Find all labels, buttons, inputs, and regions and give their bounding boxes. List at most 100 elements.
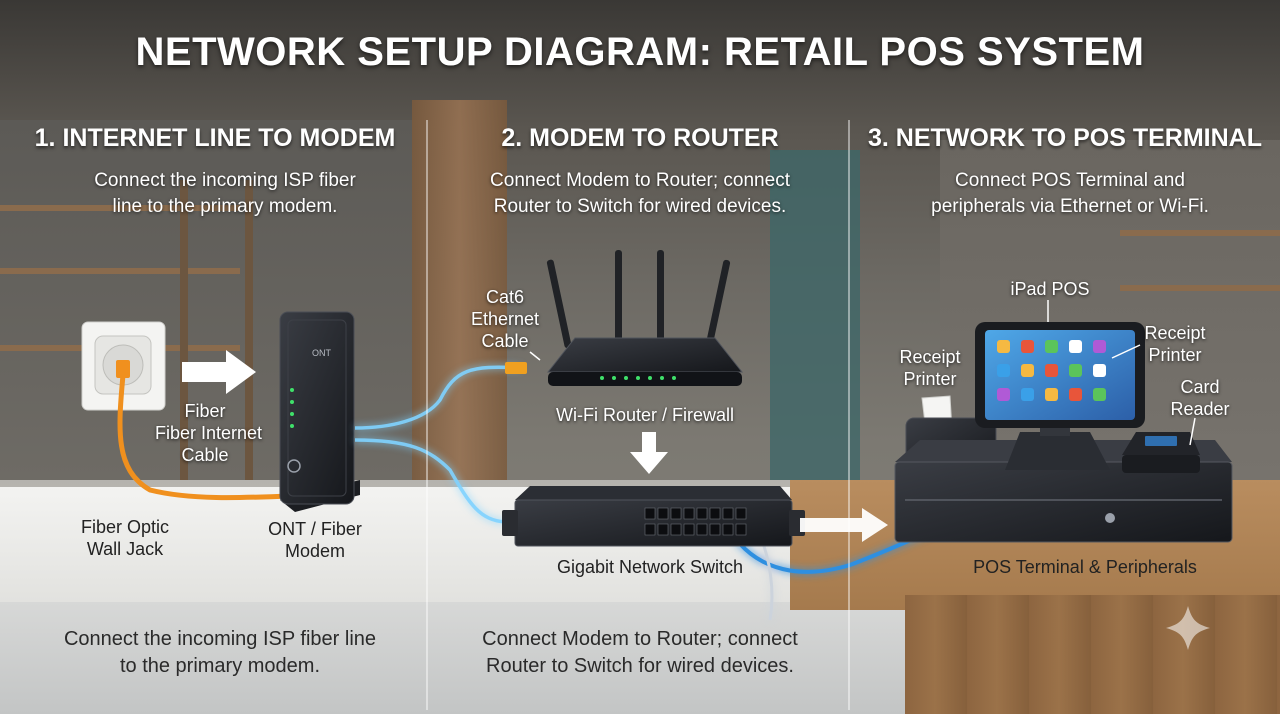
label-line: Fiber bbox=[184, 401, 226, 421]
arrow-right-icon bbox=[800, 508, 888, 542]
app-icon bbox=[1069, 364, 1082, 377]
app-icon bbox=[1069, 340, 1082, 353]
counter-front-white bbox=[0, 602, 905, 714]
description-line: Router to Switch for wired devices. bbox=[486, 655, 794, 677]
router-label: Wi-Fi Router / Firewall bbox=[555, 405, 734, 425]
switch-port bbox=[735, 507, 747, 520]
app-icon bbox=[997, 364, 1010, 377]
ethernet-plug bbox=[505, 362, 527, 374]
switch-ports bbox=[644, 507, 747, 536]
switch-port bbox=[644, 523, 656, 536]
background-shelf bbox=[0, 205, 240, 211]
bottom-description-middle: Connect Modem to Router; connect Router … bbox=[440, 626, 840, 680]
background-wood-column bbox=[412, 100, 507, 520]
label-line: Card bbox=[1180, 377, 1220, 397]
app-icon bbox=[1045, 340, 1058, 353]
label-line: Ethernet bbox=[470, 309, 540, 329]
switch-port bbox=[657, 507, 669, 520]
modem-brand-label: ONT bbox=[312, 348, 332, 358]
label-line: Printer bbox=[903, 369, 957, 389]
switch-port bbox=[722, 523, 734, 536]
section-divider bbox=[848, 120, 850, 710]
bottom-description-left: Connect the incoming ISP fiber line to t… bbox=[20, 626, 420, 680]
fiber-cable-label: Fiber Fiber Internet Cable bbox=[155, 400, 263, 466]
section-2-description: Connect Modem to Router; connect Router … bbox=[440, 168, 840, 220]
app-icon bbox=[1093, 364, 1106, 377]
label-line: Fiber Optic bbox=[80, 517, 170, 537]
description-line: Connect POS Terminal and bbox=[955, 170, 1185, 191]
label-line: Reader bbox=[1170, 399, 1230, 419]
card-reader-label: Card Reader bbox=[1150, 376, 1250, 420]
description-line: Connect Modem to Router; connect bbox=[490, 170, 790, 191]
ipad-app-grid bbox=[997, 340, 1106, 401]
card-reader bbox=[1122, 432, 1200, 473]
switch-port bbox=[657, 523, 669, 536]
switch-port bbox=[683, 523, 695, 536]
label-line: Modem bbox=[284, 541, 346, 561]
description-line: Connect Modem to Router; connect bbox=[482, 628, 798, 650]
label-line: Cable bbox=[181, 445, 229, 465]
label-line: Cat6 bbox=[485, 287, 525, 307]
section-1-description: Connect the incoming ISP fiber line to t… bbox=[40, 168, 410, 220]
label-line: ONT / Fiber bbox=[268, 519, 362, 539]
switch-port bbox=[670, 523, 682, 536]
switch-port bbox=[696, 523, 708, 536]
label-line: Receipt bbox=[899, 347, 961, 367]
section-3-description: Connect POS Terminal and peripherals via… bbox=[870, 168, 1270, 220]
page-title: NETWORK SETUP DIAGRAM: RETAIL POS SYSTEM bbox=[135, 30, 1145, 74]
description-line: Connect the incoming ISP fiber line bbox=[63, 628, 377, 650]
sparkle-icon bbox=[1166, 606, 1210, 650]
switch-port bbox=[722, 507, 734, 520]
switch-label: Gigabit Network Switch bbox=[556, 557, 744, 577]
section-2-title: 2. MODEM TO ROUTER bbox=[501, 124, 779, 152]
receipt-printer-label-right: Receipt Printer bbox=[1125, 322, 1225, 366]
section-divider bbox=[426, 120, 428, 710]
ont-modem bbox=[279, 311, 360, 512]
background-post bbox=[245, 180, 253, 480]
app-icon bbox=[1069, 388, 1082, 401]
wall-jack-label: Fiber Optic Wall Jack bbox=[60, 516, 190, 560]
app-icon bbox=[997, 340, 1010, 353]
cat6-cable-label: Cat6 Ethernet Cable bbox=[455, 286, 555, 352]
switch-port bbox=[709, 507, 721, 520]
app-icon bbox=[1021, 388, 1034, 401]
label-line: Cable bbox=[481, 331, 529, 351]
label-line: Printer bbox=[1148, 345, 1202, 365]
background-shelf bbox=[0, 268, 240, 274]
label-line: Fiber Internet bbox=[155, 423, 263, 443]
section-1-title: 1. INTERNET LINE TO MODEM bbox=[34, 124, 396, 152]
background-post bbox=[180, 180, 188, 480]
description-line: Connect the incoming ISP fiber bbox=[94, 170, 356, 191]
switch-port bbox=[709, 523, 721, 536]
receipt-printer-label: Receipt Printer bbox=[880, 346, 980, 390]
switch-port bbox=[735, 523, 747, 536]
leader-lines bbox=[529, 300, 1196, 446]
label-line: Wall Jack bbox=[86, 539, 164, 559]
switch-port bbox=[683, 507, 695, 520]
label-line: Receipt bbox=[1144, 323, 1206, 343]
ipad-pos-label: iPad POS bbox=[1010, 279, 1090, 299]
description-line: peripherals via Ethernet or Wi-Fi. bbox=[931, 196, 1209, 217]
app-icon bbox=[1045, 364, 1058, 377]
app-icon bbox=[1021, 340, 1034, 353]
switch-port bbox=[670, 507, 682, 520]
app-icon bbox=[997, 388, 1010, 401]
app-icon bbox=[1093, 388, 1106, 401]
description-line: line to the primary modem. bbox=[112, 196, 338, 217]
ont-modem-label: ONT / Fiber Modem bbox=[250, 518, 380, 562]
arrow-down-icon bbox=[630, 432, 668, 474]
background-shelf bbox=[1120, 230, 1280, 236]
arrow-right-icon bbox=[182, 350, 256, 394]
description-line: to the primary modem. bbox=[119, 655, 321, 677]
app-icon bbox=[1093, 340, 1106, 353]
background-shelf bbox=[1120, 285, 1280, 291]
wifi-router bbox=[546, 250, 744, 386]
fiber-cable bbox=[117, 374, 291, 501]
background-teal-wall bbox=[770, 150, 860, 480]
fiber-wall-jack bbox=[81, 321, 166, 411]
description-line: Router to Switch for wired devices. bbox=[493, 196, 787, 217]
app-icon bbox=[1045, 388, 1058, 401]
pos-terminal-label: POS Terminal & Peripherals bbox=[973, 557, 1197, 577]
